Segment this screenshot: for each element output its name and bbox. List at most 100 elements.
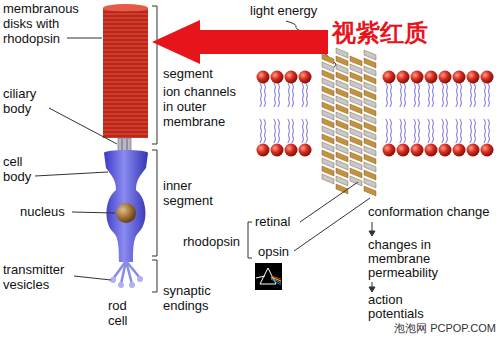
disk-line	[103, 16, 148, 17]
helix-segment	[336, 88, 348, 98]
disk-line	[103, 120, 148, 121]
spectrum-ray	[271, 279, 281, 285]
prism-triangle	[260, 268, 276, 284]
lipid-tail	[260, 83, 262, 107]
helix-segment	[336, 120, 348, 130]
lipid-head	[383, 144, 396, 157]
helix-segment	[350, 120, 362, 130]
helix-segment	[350, 176, 362, 186]
helix-segment	[322, 102, 334, 112]
lipid-head	[257, 144, 270, 157]
part-label: segment	[163, 66, 213, 81]
lipid-tail	[460, 119, 462, 143]
lipid-head	[411, 71, 424, 84]
disk-line	[103, 52, 148, 53]
ciliary-body	[118, 138, 131, 151]
leader-line	[35, 172, 108, 176]
helix-segment	[364, 138, 376, 148]
helix-segment	[336, 152, 348, 162]
lipid-tail	[400, 119, 402, 143]
lipid-tail	[418, 83, 420, 107]
disk-line	[103, 80, 148, 81]
helix-segment	[322, 86, 334, 96]
part-label: ciliary body	[3, 86, 53, 116]
helix-segment	[322, 118, 334, 128]
helix-segment	[350, 152, 362, 162]
lipid-head	[397, 71, 410, 84]
flow-arrow-head	[369, 287, 375, 292]
helix-segment	[322, 62, 334, 72]
helix-segment	[336, 136, 348, 146]
helix-segment	[364, 66, 376, 76]
lipid-tail	[390, 83, 392, 107]
leader-line	[49, 108, 117, 144]
branch	[126, 261, 140, 278]
helix-segment	[336, 112, 348, 122]
disk-line	[103, 84, 148, 85]
disk-line	[103, 128, 148, 129]
lipid-tail	[446, 83, 448, 107]
lipid-tail	[474, 83, 476, 107]
disk-line	[103, 96, 148, 97]
lipid-tail	[306, 119, 308, 143]
disk-line	[103, 40, 148, 41]
disk-lines	[103, 12, 148, 136]
lipid-tail	[428, 119, 430, 143]
lipid-head	[481, 144, 494, 157]
lipid-tail	[386, 83, 388, 107]
vesicles	[110, 276, 143, 288]
disk-line	[103, 24, 148, 25]
bracket	[152, 150, 157, 256]
helix-segment	[350, 168, 362, 178]
lipid-tail	[414, 119, 416, 143]
part-label: retinal	[255, 214, 290, 229]
disk-line	[103, 92, 148, 93]
lipid-head	[439, 144, 452, 157]
helix-segment	[336, 128, 348, 138]
outer-segment-top	[103, 4, 148, 12]
lipid-tail	[460, 83, 462, 107]
lipid-tail	[456, 83, 458, 107]
helix-segment	[364, 162, 376, 172]
lipid-tail	[306, 83, 308, 107]
helix-segment	[350, 88, 362, 98]
lipid-tail	[288, 119, 290, 143]
cilium-line	[122, 139, 123, 150]
callout-text: 视紫红质	[332, 14, 428, 48]
disk-line	[103, 100, 148, 101]
branch	[121, 261, 126, 284]
vesicle	[118, 282, 124, 288]
disk-line	[103, 60, 148, 61]
helix-segment	[322, 158, 334, 168]
helix-segment	[350, 80, 362, 90]
lipid-tail	[292, 119, 294, 143]
helix-segment	[364, 178, 376, 188]
disk-line	[103, 20, 148, 21]
lipid-tail	[278, 83, 280, 107]
leader-line	[67, 38, 102, 39]
lipid-head	[299, 71, 312, 84]
disk-line	[103, 132, 148, 133]
helix-segment	[350, 136, 362, 146]
vesicle	[137, 276, 143, 282]
lipid-tail	[274, 83, 276, 107]
lipid-head	[453, 144, 466, 157]
lipid-tail	[400, 83, 402, 107]
callout-arrow: 视紫红质	[150, 14, 432, 70]
helix-segment	[322, 110, 334, 120]
lipid-head	[453, 71, 466, 84]
part-label: synaptic endings	[163, 283, 235, 313]
helix-segment	[322, 150, 334, 160]
helix-segment	[336, 56, 348, 66]
helix-segment	[322, 142, 334, 152]
lipid-head	[383, 71, 396, 84]
arrow-body	[152, 20, 328, 64]
rhodopsin-helices	[322, 48, 376, 196]
leader-line	[294, 198, 370, 251]
helix-segment	[336, 144, 348, 154]
lipid-tail	[418, 119, 420, 143]
lipid-tail	[414, 83, 416, 107]
lipid-tail	[470, 83, 472, 107]
lipid-tail	[278, 119, 280, 143]
lipid-tail	[264, 83, 266, 107]
